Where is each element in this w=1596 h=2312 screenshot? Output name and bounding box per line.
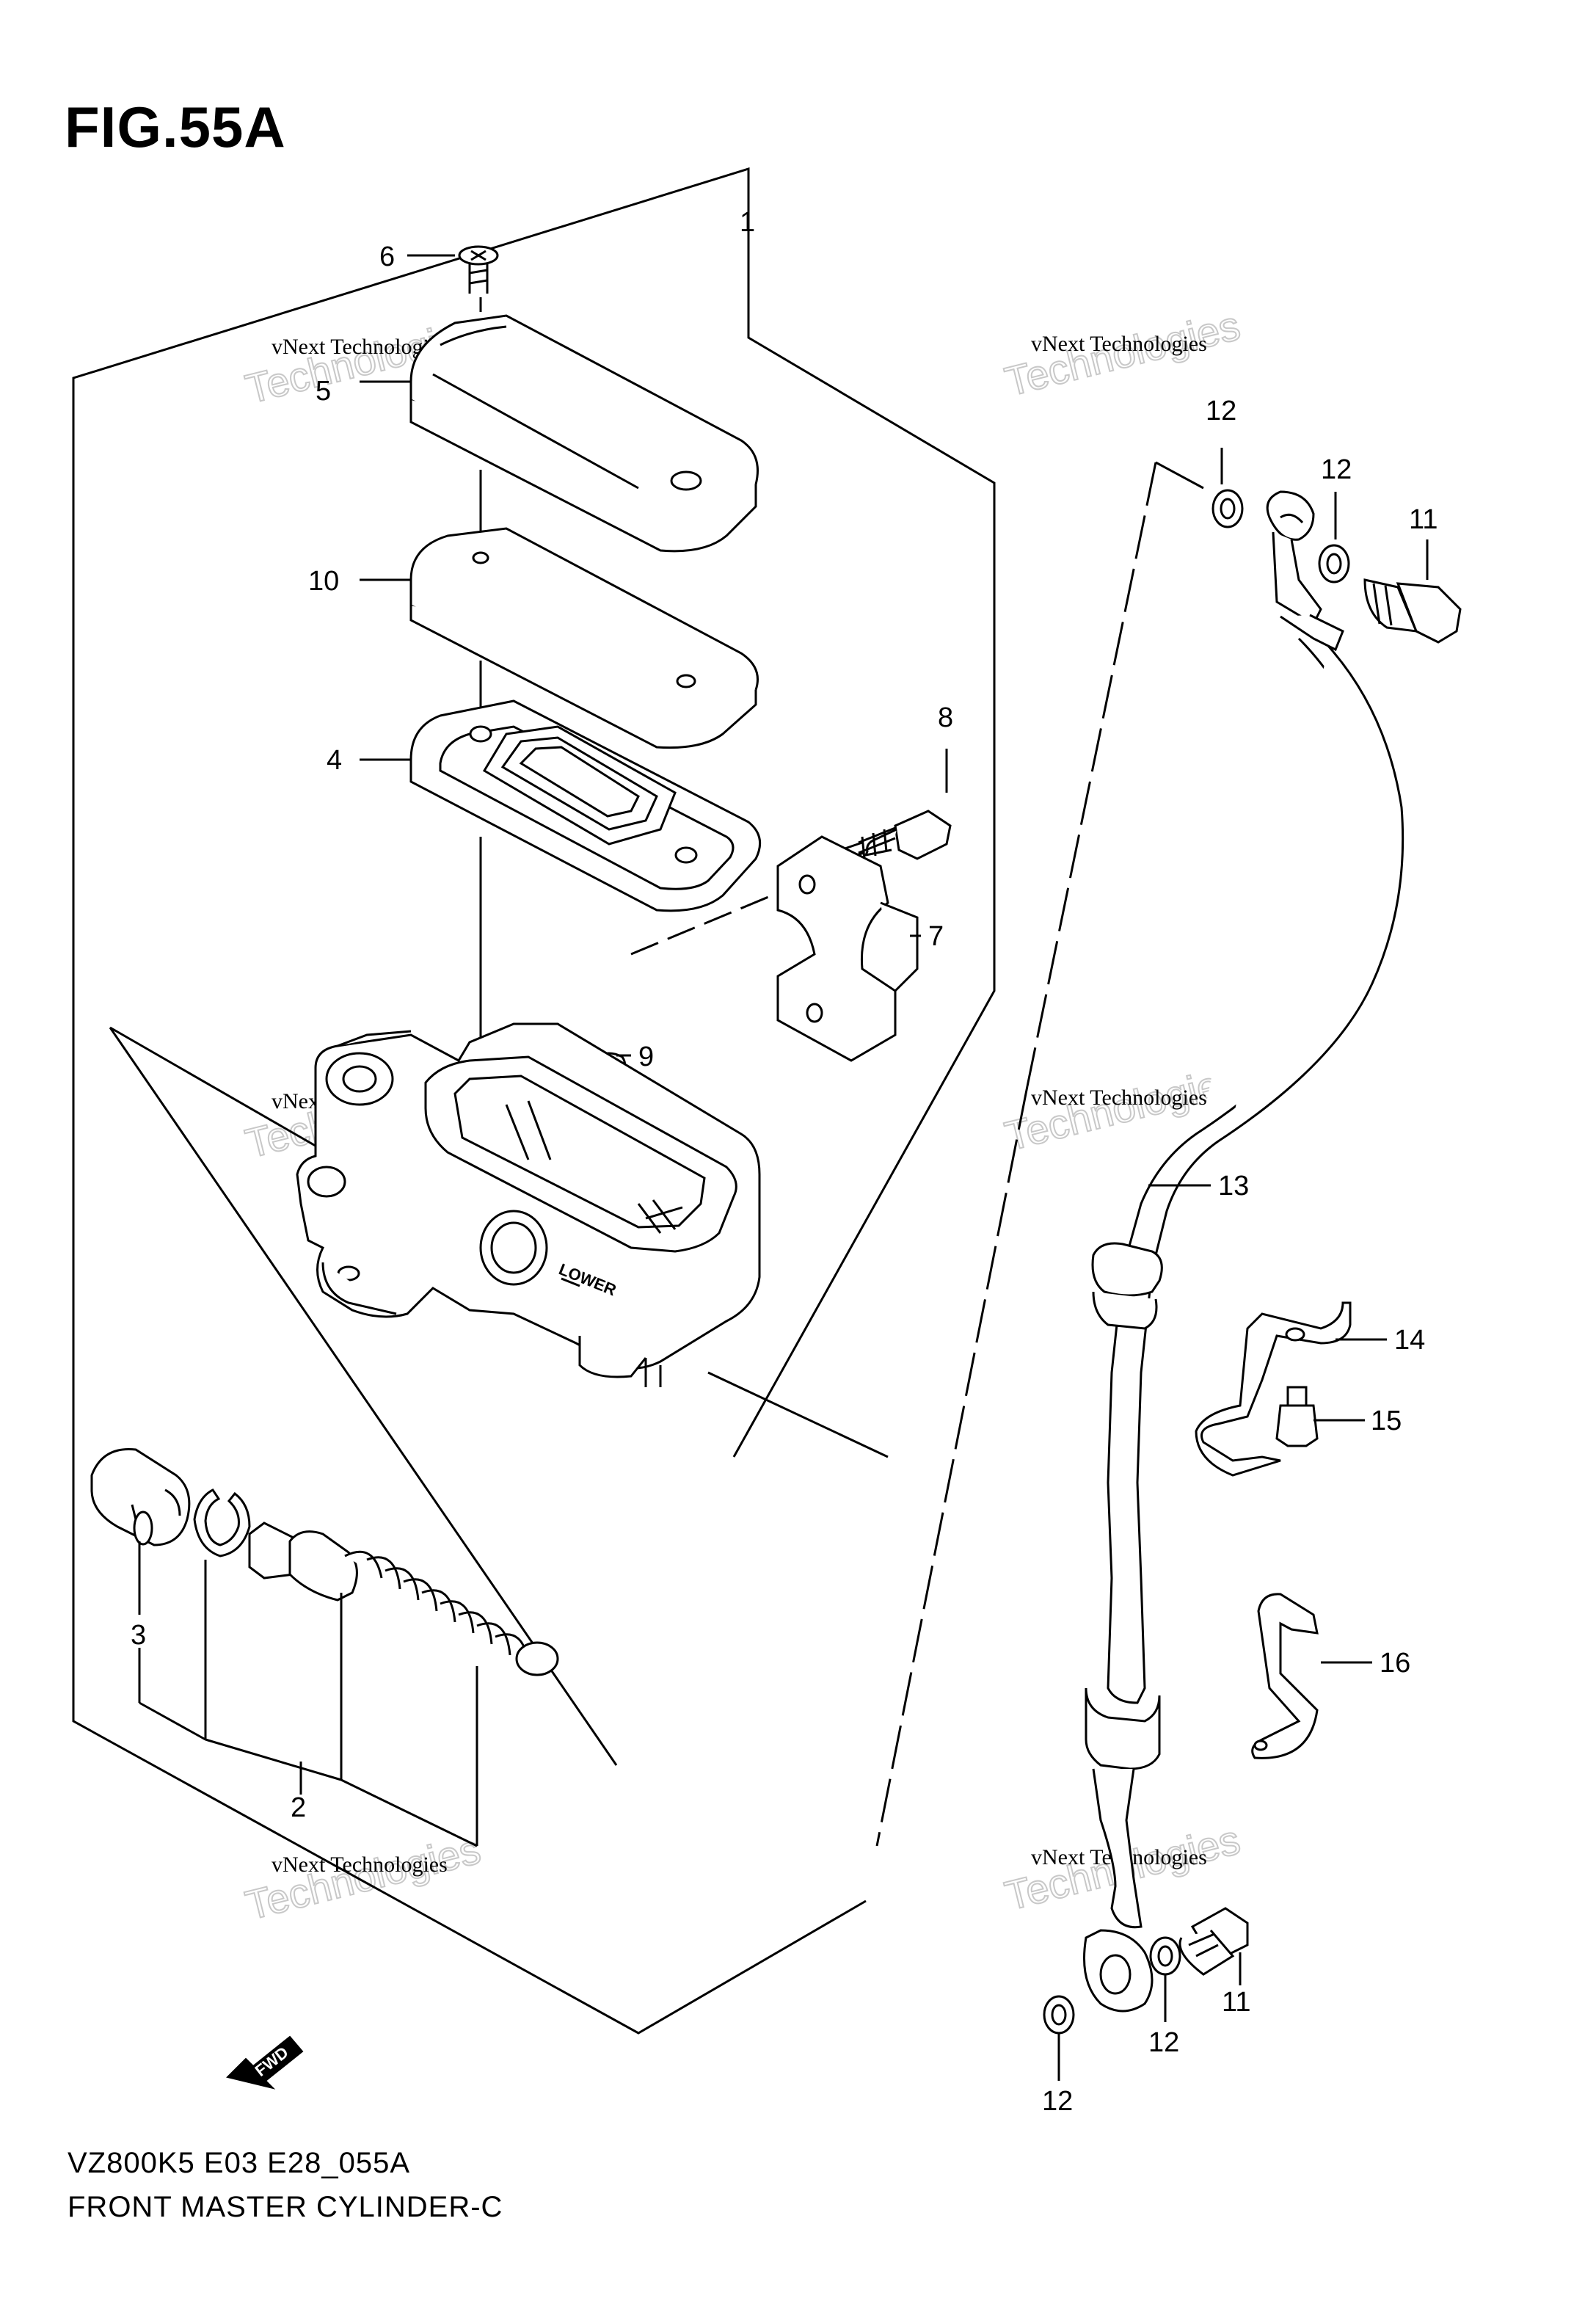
figure-name: FRONT MASTER CYLINDER-C bbox=[68, 2191, 503, 2223]
assembly-outline bbox=[72, 167, 996, 2035]
part-4-gasket bbox=[409, 699, 762, 912]
callout-15: 15 bbox=[1371, 1406, 1402, 1436]
part-10-diaphragm-plate bbox=[409, 527, 759, 749]
callout-14: 14 bbox=[1394, 1325, 1425, 1356]
callout-11: 11 bbox=[1409, 504, 1438, 535]
part-13-brake-hose bbox=[1083, 490, 1404, 2013]
part-16-hose-clamp bbox=[1251, 1593, 1319, 1759]
callout-11: 11 bbox=[1222, 1987, 1250, 2018]
callout-7: 7 bbox=[928, 921, 944, 952]
part-12-washers bbox=[1043, 489, 1350, 2035]
callout-4: 4 bbox=[327, 745, 342, 776]
part-15-bolt bbox=[1275, 1386, 1319, 1447]
part-6-screw bbox=[458, 245, 499, 294]
forward-arrow-icon: FWD bbox=[226, 2035, 304, 2090]
watermark-text: vNext Technologies bbox=[1031, 1086, 1207, 1110]
circlip bbox=[193, 1488, 251, 1557]
callout-8: 8 bbox=[938, 702, 953, 733]
callout-9: 9 bbox=[638, 1042, 654, 1072]
callout-16: 16 bbox=[1380, 1648, 1410, 1679]
callout-10: 10 bbox=[308, 566, 339, 597]
assembly-inner-outline bbox=[707, 1371, 889, 1458]
callout-13: 13 bbox=[1218, 1171, 1249, 1202]
callout-3: 3 bbox=[131, 1620, 146, 1651]
callout-bracket bbox=[138, 1541, 478, 1847]
part-5-reservoir-cap bbox=[409, 314, 759, 553]
callout-1: 1 bbox=[740, 207, 755, 238]
callout-12: 12 bbox=[1148, 2027, 1179, 2058]
figure-title: FIG.55A bbox=[65, 95, 286, 159]
part-3-dust-boot bbox=[90, 1447, 191, 1546]
watermark-text: vNext Technologies bbox=[1031, 332, 1207, 356]
callout-6: 6 bbox=[379, 241, 395, 272]
part-11-union-bolt bbox=[1178, 578, 1462, 1976]
model-code: VZ800K5 E03 E28_055A bbox=[68, 2147, 411, 2179]
part-2-piston-assembly bbox=[248, 1522, 559, 1676]
spring bbox=[344, 1550, 530, 1667]
callout-5: 5 bbox=[316, 376, 331, 407]
watermark-large: Technologies bbox=[241, 1825, 484, 1928]
watermark-text: vNext Technologies bbox=[272, 1853, 448, 1877]
callout-labels: 1 2 3 4 5 6 7 8 9 10 11 11 12 12 12 12 1… bbox=[131, 207, 1438, 2117]
callout-12: 12 bbox=[1042, 2086, 1073, 2117]
callout-12: 12 bbox=[1321, 454, 1352, 485]
part-8-bolt bbox=[835, 810, 952, 862]
master-cylinder-body: LOWER bbox=[296, 1022, 761, 1387]
leader-lines bbox=[360, 239, 1429, 2081]
callout-2: 2 bbox=[291, 1792, 306, 1823]
part-14-hose-bracket bbox=[1195, 1301, 1352, 1477]
part-7-handlebar-clamp bbox=[776, 835, 919, 1062]
callout-12: 12 bbox=[1206, 396, 1236, 426]
